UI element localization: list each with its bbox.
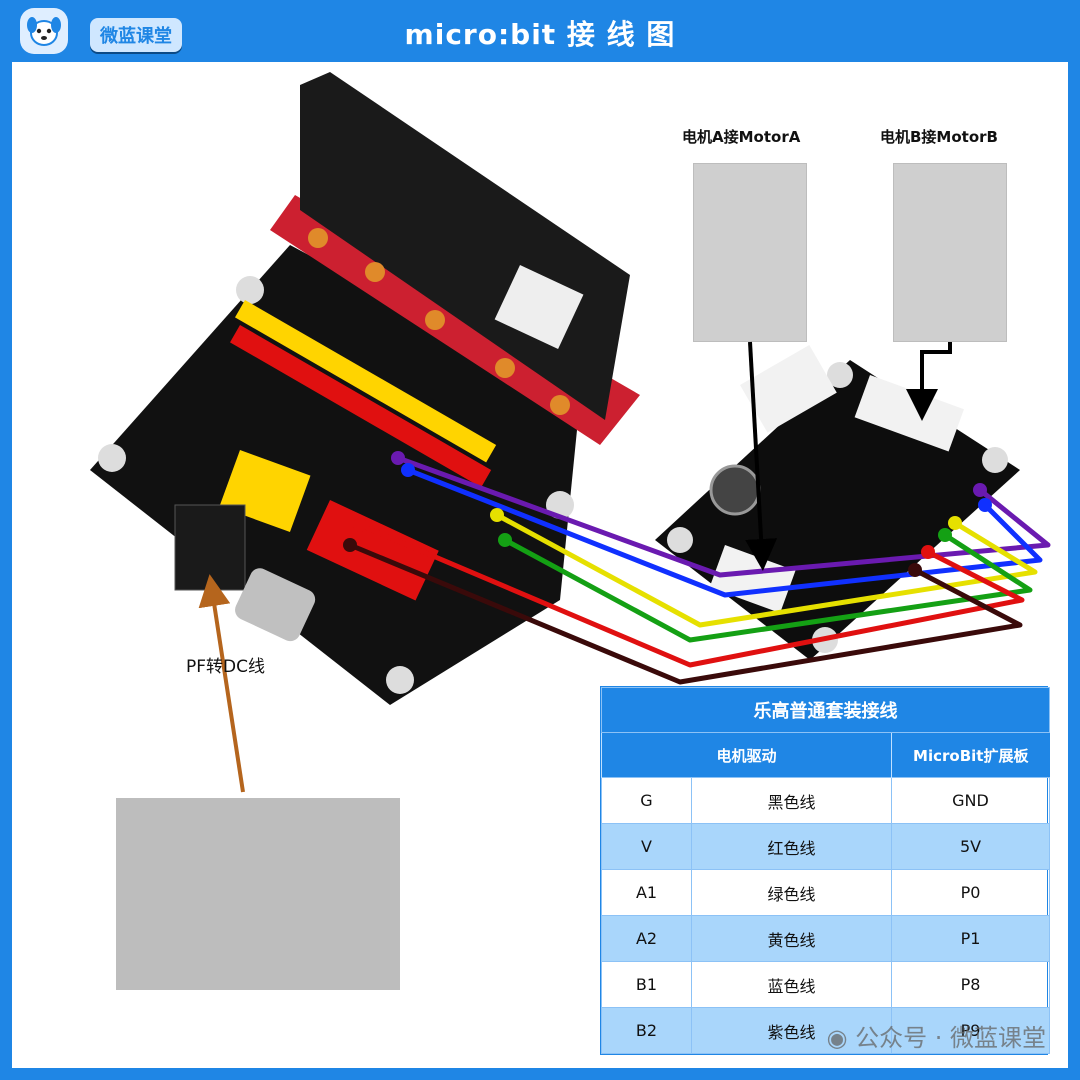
wire-cell: 黑色线 — [691, 777, 892, 824]
board-cell: P0 — [891, 869, 1050, 916]
wire-cell: 红色线 — [691, 823, 892, 870]
wire-blue — [407, 467, 1043, 598]
table-row: A2 黄色线 P1 — [601, 915, 1050, 962]
pin-cell: B2 — [601, 1007, 692, 1054]
board-cell: 5V — [891, 823, 1050, 870]
board-cell: P1 — [891, 915, 1050, 962]
pin-cell: V — [601, 823, 692, 870]
microbit-board — [270, 72, 640, 445]
brand-badge: 微蓝课堂 — [90, 18, 182, 52]
pin-cell: A2 — [601, 915, 692, 962]
wire-cell: 黄色线 — [691, 915, 892, 962]
motor-a-label: 电机A接MotorA — [682, 128, 801, 146]
table-row: B1 蓝色线 P8 — [601, 961, 1050, 1008]
dog-logo-icon — [20, 8, 68, 54]
motor-b-photo — [893, 163, 1007, 342]
wire-end-markers — [343, 451, 992, 577]
table-row: G 黑色线 GND — [601, 777, 1050, 824]
battery-box-photo — [116, 798, 400, 990]
header-motor-driver: 电机驱动 — [601, 732, 892, 778]
wire-yellow — [495, 512, 1038, 628]
board-cell: P8 — [891, 961, 1050, 1008]
page-title: micro:bit 接 线 图 — [404, 18, 676, 51]
wechat-icon: ◉ — [826, 1024, 856, 1052]
wire-green — [503, 532, 1033, 643]
pin-cell: B1 — [601, 961, 692, 1008]
wire-purple — [397, 455, 1051, 578]
wire-black — [349, 542, 1023, 685]
wire-cell: 蓝色线 — [691, 961, 892, 1008]
wiring-table: 乐高普通套装接线 电机驱动 MicroBit扩展板 G 黑色线 GND V 红色… — [600, 686, 1050, 1055]
table-title: 乐高普通套装接线 — [601, 687, 1050, 733]
header-microbit-board: MicroBit扩展板 — [891, 732, 1050, 778]
table-row: B2 紫色线 P9 — [601, 1007, 1050, 1054]
motor-a-arrow — [745, 341, 778, 571]
table-row: A1 绿色线 P0 — [601, 869, 1050, 916]
power-arrow — [198, 574, 245, 793]
motor-b-arrow — [906, 342, 952, 421]
wire-cell: 紫色线 — [691, 1007, 892, 1054]
motor-driver-board — [655, 345, 1020, 660]
watermark: ◉ 公众号 · 微蓝课堂 — [827, 1018, 1046, 1053]
wires — [349, 455, 1051, 685]
motor-b-label: 电机B接MotorB — [880, 128, 998, 146]
watermark-text: 公众号 · 微蓝课堂 — [855, 1024, 1046, 1052]
power-cable-label: PF转DC线 — [186, 657, 265, 677]
board-cell: P9 — [891, 1007, 1050, 1054]
pin-cell: A1 — [601, 869, 692, 916]
board-cell: GND — [891, 777, 1050, 824]
wire-cell: 绿色线 — [691, 869, 892, 916]
motor-a-photo — [693, 163, 807, 342]
pin-cell: G — [601, 777, 692, 824]
table-row: V 红色线 5V — [601, 823, 1050, 870]
wire-red — [359, 522, 1025, 668]
